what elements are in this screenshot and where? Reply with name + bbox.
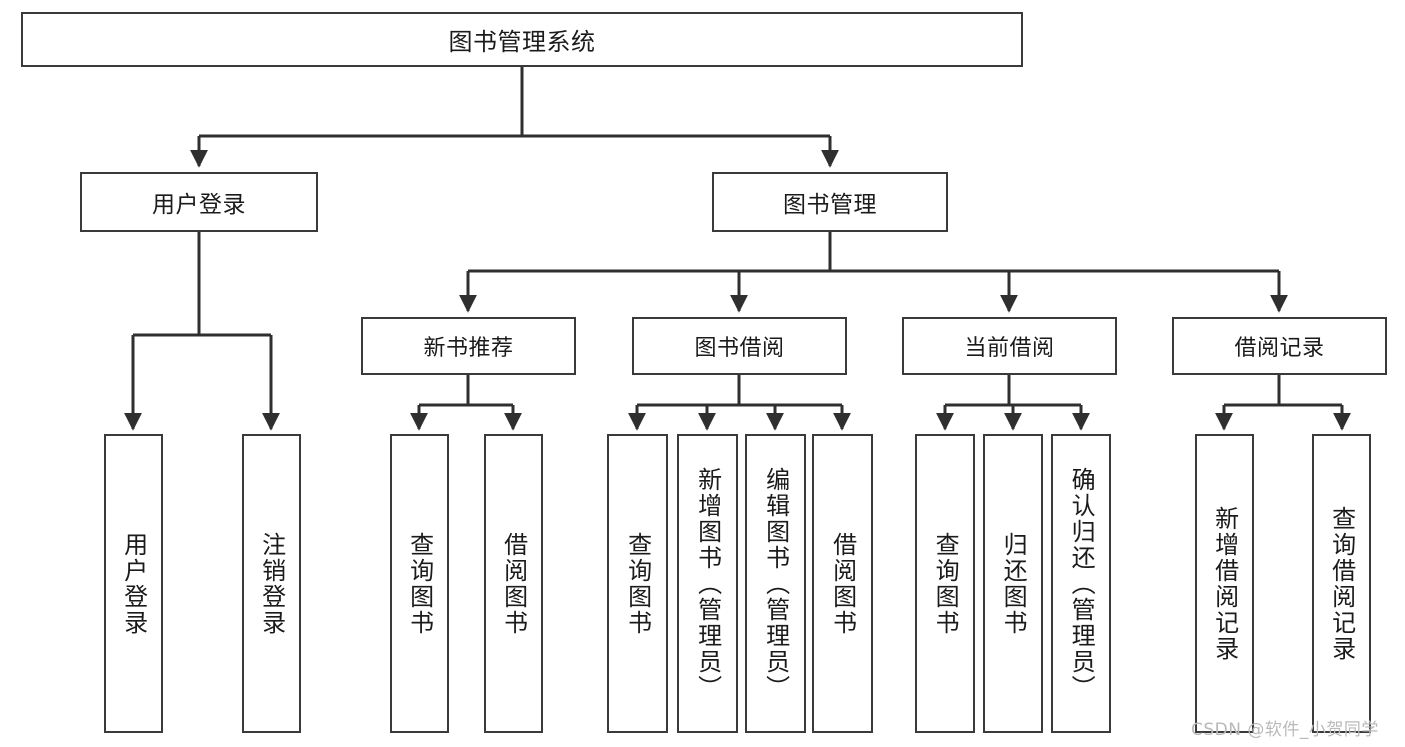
node-label: 借阅记录 (1234, 336, 1325, 361)
node-label: 注销登录 (257, 531, 286, 636)
node-label: 图书管理系统 (448, 28, 596, 56)
node-label: 借阅图书 (499, 531, 528, 636)
node-book-management[interactable]: 图书管理 (712, 172, 948, 232)
leaf-recommend-borrow-book[interactable]: 借阅图书 (484, 434, 543, 733)
node-label: 编辑图书（管理员） (761, 466, 790, 701)
leaf-record-query-record[interactable]: 查询借阅记录 (1312, 434, 1371, 733)
node-label: 查询图书 (405, 531, 434, 636)
node-label: 当前借阅 (964, 336, 1055, 361)
leaf-borrow-borrow-book[interactable]: 借阅图书 (812, 434, 873, 733)
node-label: 归还图书 (999, 531, 1028, 636)
node-label: 新书推荐 (423, 336, 514, 361)
leaf-borrow-add-book-admin[interactable]: 新增图书（管理员） (677, 434, 738, 733)
node-label: 新增借阅记录 (1210, 505, 1239, 662)
leaf-current-query-book[interactable]: 查询图书 (915, 434, 975, 733)
node-label: 确认归还（管理员） (1067, 466, 1096, 701)
node-label: 查询图书 (931, 531, 960, 636)
leaf-borrow-query-book[interactable]: 查询图书 (607, 434, 668, 733)
node-root-system[interactable]: 图书管理系统 (21, 12, 1023, 67)
node-label: 图书借阅 (694, 336, 785, 361)
node-label: 借阅图书 (828, 531, 857, 636)
node-borrow-record[interactable]: 借阅记录 (1172, 317, 1387, 375)
node-new-book-recommend[interactable]: 新书推荐 (361, 317, 576, 375)
node-label: 新增图书（管理员） (693, 466, 722, 701)
node-user-login[interactable]: 用户登录 (80, 172, 318, 232)
node-label: 用户登录 (119, 531, 148, 636)
node-label: 查询图书 (623, 531, 652, 636)
leaf-current-confirm-return-admin[interactable]: 确认归还（管理员） (1051, 434, 1111, 733)
node-label: 查询借阅记录 (1327, 505, 1356, 662)
node-label: 用户登录 (152, 192, 246, 218)
leaf-user-login-logout[interactable]: 注销登录 (242, 434, 301, 733)
leaf-user-login-login[interactable]: 用户登录 (104, 434, 163, 733)
leaf-borrow-edit-book-admin[interactable]: 编辑图书（管理员） (745, 434, 806, 733)
node-current-borrow[interactable]: 当前借阅 (902, 317, 1117, 375)
node-book-borrow[interactable]: 图书借阅 (632, 317, 847, 375)
node-label: 图书管理 (783, 192, 877, 218)
csdn-watermark: CSDN @软件_小贺同学 (1191, 720, 1379, 740)
leaf-recommend-query-book[interactable]: 查询图书 (390, 434, 449, 733)
leaf-current-return-book[interactable]: 归还图书 (983, 434, 1043, 733)
leaf-record-add-record[interactable]: 新增借阅记录 (1195, 434, 1254, 733)
